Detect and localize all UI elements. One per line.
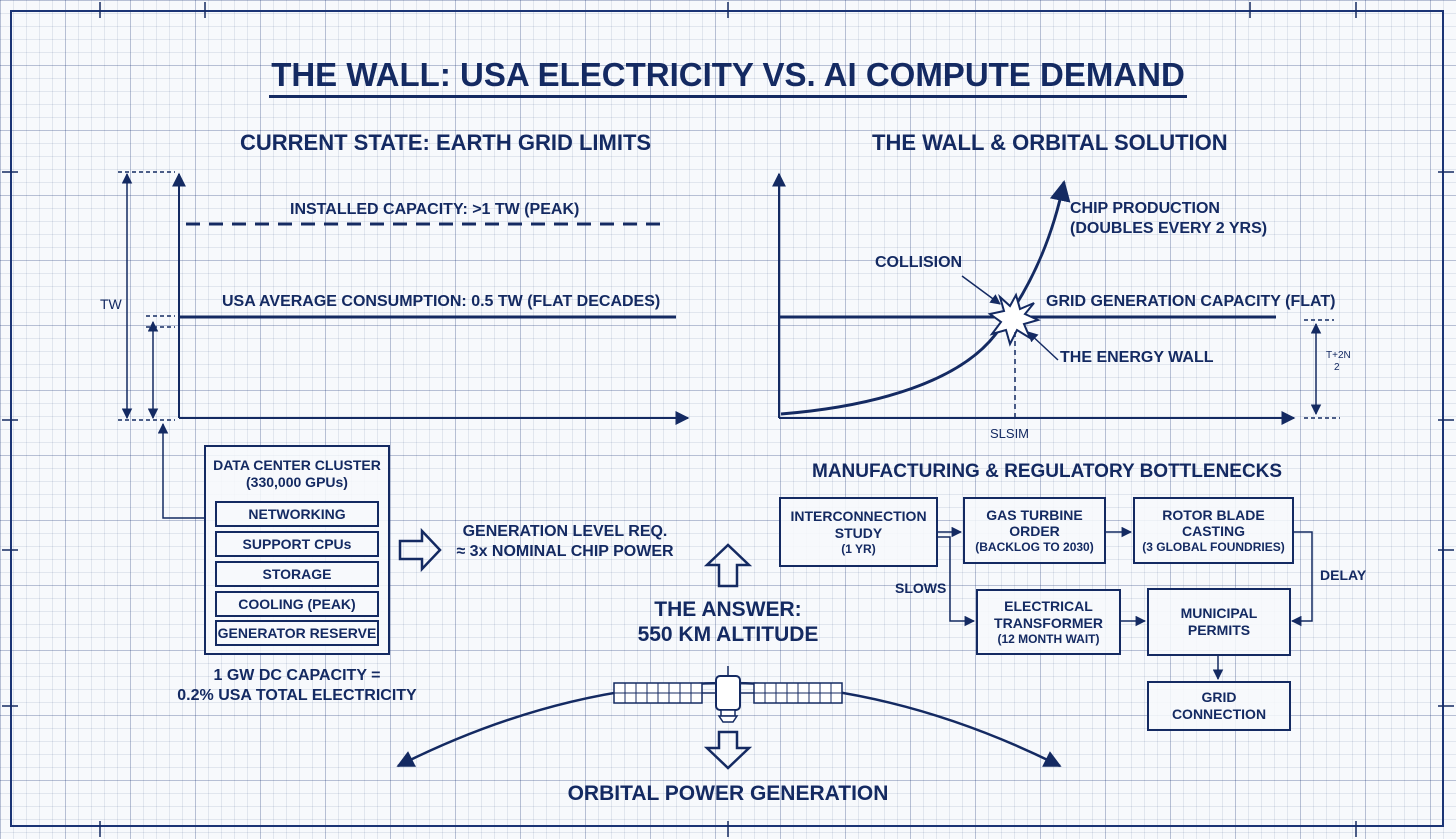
up-arrow: [703, 543, 753, 588]
dc-item-generator-reserve: GENERATOR RESERVE: [215, 620, 379, 646]
dc-item-networking: NETWORKING: [215, 501, 379, 527]
interconnection-study-box: INTERCONNECTION STUDY (1 YR): [779, 497, 938, 567]
collision-label: COLLISION: [875, 254, 963, 271]
chip-production-label: CHIP PRODUCTION: [1070, 200, 1220, 217]
rotor-blade-line2: CASTING: [1182, 523, 1245, 540]
transformer-line2: TRANSFORMER: [994, 614, 1103, 631]
grid-connection-line1: GRID: [1201, 689, 1237, 706]
scale-top-label: T+2N: [1326, 350, 1351, 361]
down-arrow: [703, 730, 753, 770]
dc-capacity-caption-2: 0.2% USA TOTAL ELECTRICITY: [177, 687, 417, 704]
left-panel-heading: CURRENT STATE: EARTH GRID LIMITS: [240, 130, 652, 155]
dc-item-storage: STORAGE: [215, 561, 379, 587]
transformer-line1: ELECTRICAL: [1004, 598, 1093, 614]
rotor-blade-box: ROTOR BLADE CASTING (3 GLOBAL FOUNDRIES): [1133, 497, 1294, 564]
left-chart-axes: [172, 172, 690, 425]
rotor-blade-line3: (3 GLOBAL FOUNDRIES): [1142, 540, 1285, 555]
generation-level-label: GENERATION LEVEL REQ.: [462, 523, 668, 540]
dc-capacity-caption: 1 GW DC CAPACITY =: [213, 667, 381, 684]
municipal-permits-box: MUNICIPAL PERMITS: [1147, 588, 1291, 656]
gas-turbine-line3: (BACKLOG TO 2030): [975, 540, 1094, 555]
grid-connection-line2: CONNECTION: [1171, 706, 1267, 722]
installed-capacity-label: INSTALLED CAPACITY: >1 TW (PEAK): [290, 201, 580, 218]
scale-bottom-label: 2: [1334, 362, 1340, 373]
data-center-title: DATA CENTER CLUSTER: [213, 457, 381, 473]
delay-label: DELAY: [1320, 567, 1367, 583]
transformer-line3: (12 MONTH WAIT): [997, 631, 1100, 646]
interconnection-line2: STUDY: [834, 524, 883, 541]
grid-connection-box: GRID CONNECTION: [1147, 681, 1291, 731]
page-title: THE WALL: USA ELECTRICITY VS. AI COMPUTE…: [0, 56, 1456, 98]
grid-capacity-label: GRID GENERATION CAPACITY (FLAT): [1046, 293, 1336, 310]
gas-turbine-line1: GAS TURBINE: [986, 506, 1083, 523]
dc-item-support-cpus: SUPPORT CPUs: [215, 531, 379, 557]
satellite-icon: [613, 666, 843, 723]
transformer-box: ELECTRICAL TRANSFORMER (12 MONTH WAIT): [976, 589, 1121, 655]
permits-line2: PERMITS: [1187, 622, 1251, 638]
rotor-blade-line1: ROTOR BLADE: [1162, 506, 1265, 523]
gas-turbine-box: GAS TURBINE ORDER (BACKLOG TO 2030): [963, 497, 1106, 564]
collision-star: [987, 292, 1041, 347]
x-axis-marker: SLSIM: [990, 426, 1030, 441]
data-center-gpus: (330,000 GPUs): [246, 473, 348, 490]
energy-wall-label: THE ENERGY WALL: [1060, 349, 1214, 366]
interconnection-line1: INTERCONNECTION: [790, 508, 927, 524]
answer-label: THE ANSWER:: [654, 598, 802, 621]
right-chart-axes: [772, 172, 1296, 425]
blueprint-frame: [10, 10, 1444, 827]
average-consumption-label: USA AVERAGE CONSUMPTION: 0.5 TW (FLAT DE…: [222, 293, 661, 310]
tw-axis-label: TW: [100, 296, 122, 312]
chip-production-curve: [780, 179, 1071, 416]
gas-turbine-line2: ORDER: [1009, 523, 1060, 540]
generation-arrow: [398, 527, 442, 573]
chip-production-sublabel: (DOUBLES EVERY 2 YRS): [1070, 220, 1268, 237]
permits-line1: MUNICIPAL: [1180, 605, 1258, 622]
interconnection-line3: (1 YR): [841, 541, 876, 556]
bottlenecks-heading: MANUFACTURING & REGULATORY BOTTLENECKS: [812, 461, 1283, 482]
dc-item-cooling: COOLING (PEAK): [215, 591, 379, 617]
right-panel-heading: THE WALL & ORBITAL SOLUTION: [872, 130, 1228, 155]
answer-altitude: 550 KM ALTITUDE: [637, 623, 819, 646]
slows-label: SLOWS: [895, 580, 947, 596]
generation-level-sublabel: ≈ 3x NOMINAL CHIP POWER: [456, 543, 674, 560]
orbital-power-label: ORBITAL POWER GENERATION: [567, 782, 889, 805]
